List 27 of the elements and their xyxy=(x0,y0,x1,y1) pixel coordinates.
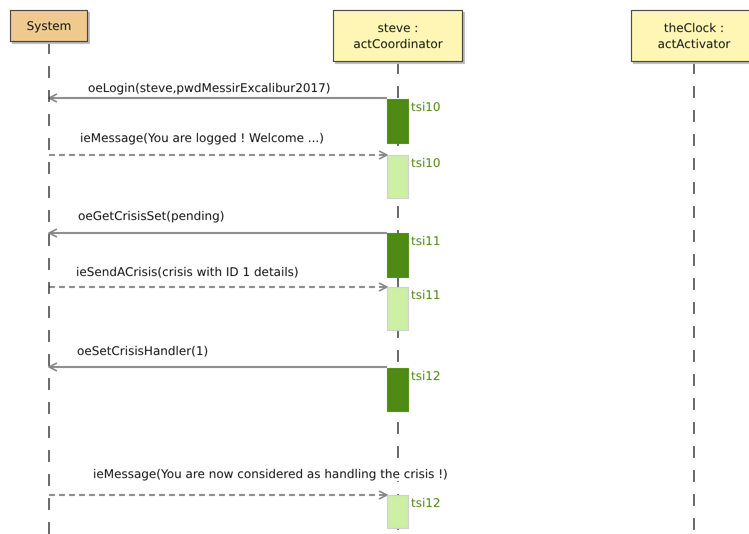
message-arrow xyxy=(48,362,387,372)
activation-label: tsi11 xyxy=(411,288,441,302)
message-label: oeGetCrisisSet(pending) xyxy=(78,209,224,223)
lifeline-head: steve : actCoordinator xyxy=(333,10,463,62)
message-label: ieSendACrisis(crisis with ID 1 details) xyxy=(76,265,299,279)
message-arrow xyxy=(48,228,387,238)
activation-bar xyxy=(387,233,409,278)
message-label: ieMessage(You are now considered as handling the crisis !) xyxy=(93,467,448,481)
activation-bar xyxy=(387,155,409,199)
activation-bar xyxy=(387,99,409,144)
message-arrow xyxy=(49,490,388,500)
activation-label: tsi12 xyxy=(411,496,441,510)
message-label: oeLogin(steve,pwdMessirExcalibur2017) xyxy=(88,81,330,95)
activation-label: tsi10 xyxy=(411,100,441,114)
activation-bar xyxy=(387,495,409,529)
message-arrow xyxy=(49,150,388,160)
activation-bar xyxy=(387,368,409,412)
message-label: oeSetCrisisHandler(1) xyxy=(77,344,208,358)
activation-label: tsi12 xyxy=(411,369,441,383)
lifeline-head: System xyxy=(10,10,88,42)
message-arrow xyxy=(48,93,387,103)
lifeline-head: theClock : actActivator xyxy=(631,10,749,62)
activation-label: tsi10 xyxy=(411,156,441,170)
activation-label: tsi11 xyxy=(411,234,441,248)
message-label: ieMessage(You are logged ! Welcome ...) xyxy=(80,131,324,145)
activation-bar xyxy=(387,287,409,331)
message-arrow xyxy=(49,282,388,292)
